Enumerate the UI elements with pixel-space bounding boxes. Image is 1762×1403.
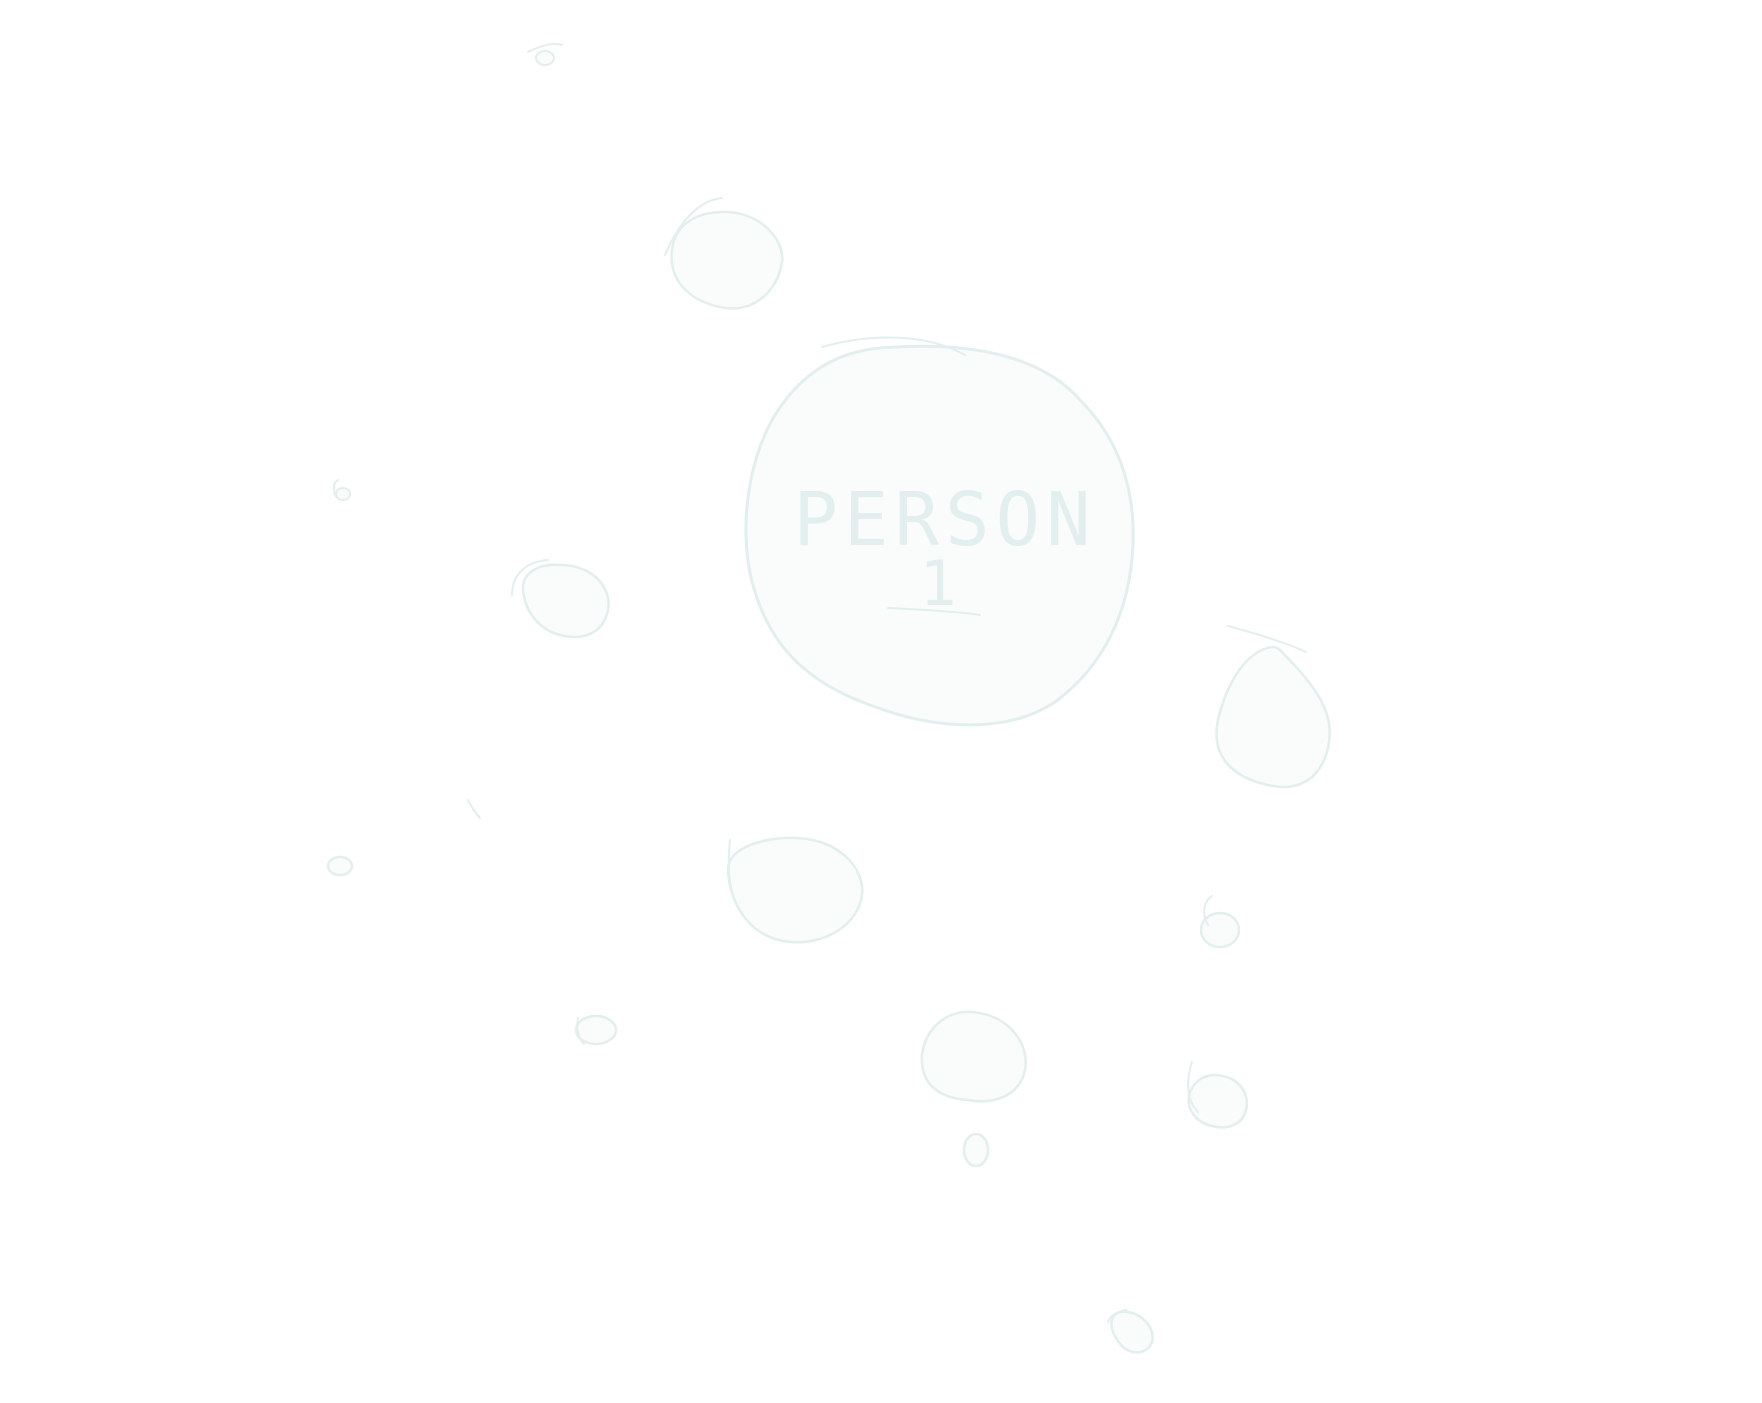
network-node[interactable] (1199, 911, 1241, 949)
network-node[interactable] (335, 487, 351, 501)
network-node[interactable] (535, 50, 555, 66)
main-node-label-underline (887, 607, 981, 616)
edge (1095, 648, 1228, 682)
edge (265, 458, 328, 490)
edge (855, 942, 928, 1018)
network-node[interactable] (326, 855, 354, 877)
network-node[interactable] (670, 210, 784, 310)
network-node[interactable] (1110, 1310, 1154, 1354)
edge (608, 895, 712, 1008)
edge (518, 830, 912, 1038)
edge (826, 702, 838, 866)
edge (340, 512, 510, 558)
nodes: PERSON 1 (326, 42, 1331, 1354)
edge (1210, 945, 1216, 1065)
main-node-shape (744, 344, 1135, 727)
main-node[interactable]: PERSON 1 (744, 336, 1135, 727)
edge (1000, 762, 1212, 1005)
edge (1120, 1153, 1196, 1310)
edge (800, 267, 900, 335)
edge (340, 275, 660, 478)
edge (605, 630, 718, 840)
edge (870, 748, 1212, 880)
network-node[interactable] (962, 1132, 990, 1168)
edge (762, 300, 810, 352)
network-node[interactable] (521, 563, 610, 639)
network-node[interactable] (574, 1014, 618, 1046)
edge (520, 78, 695, 200)
network-node[interactable] (1215, 645, 1331, 789)
edge (572, 1042, 582, 1155)
edge (1122, 488, 1262, 640)
edge (555, 90, 578, 560)
edge (1002, 935, 1196, 1005)
edge (550, 280, 662, 550)
edge (612, 1038, 920, 1062)
network-node[interactable] (726, 836, 864, 944)
edge (1022, 1052, 1198, 1093)
edge (345, 520, 455, 782)
edge (480, 655, 800, 808)
edge (470, 600, 545, 780)
main-node-label-number: 1 (919, 547, 956, 620)
main-node-label: PERSON (793, 477, 1096, 563)
edge (470, 808, 568, 1030)
network-node[interactable] (920, 1010, 1028, 1103)
network-node[interactable] (1187, 1073, 1249, 1129)
network-hub (467, 799, 481, 819)
